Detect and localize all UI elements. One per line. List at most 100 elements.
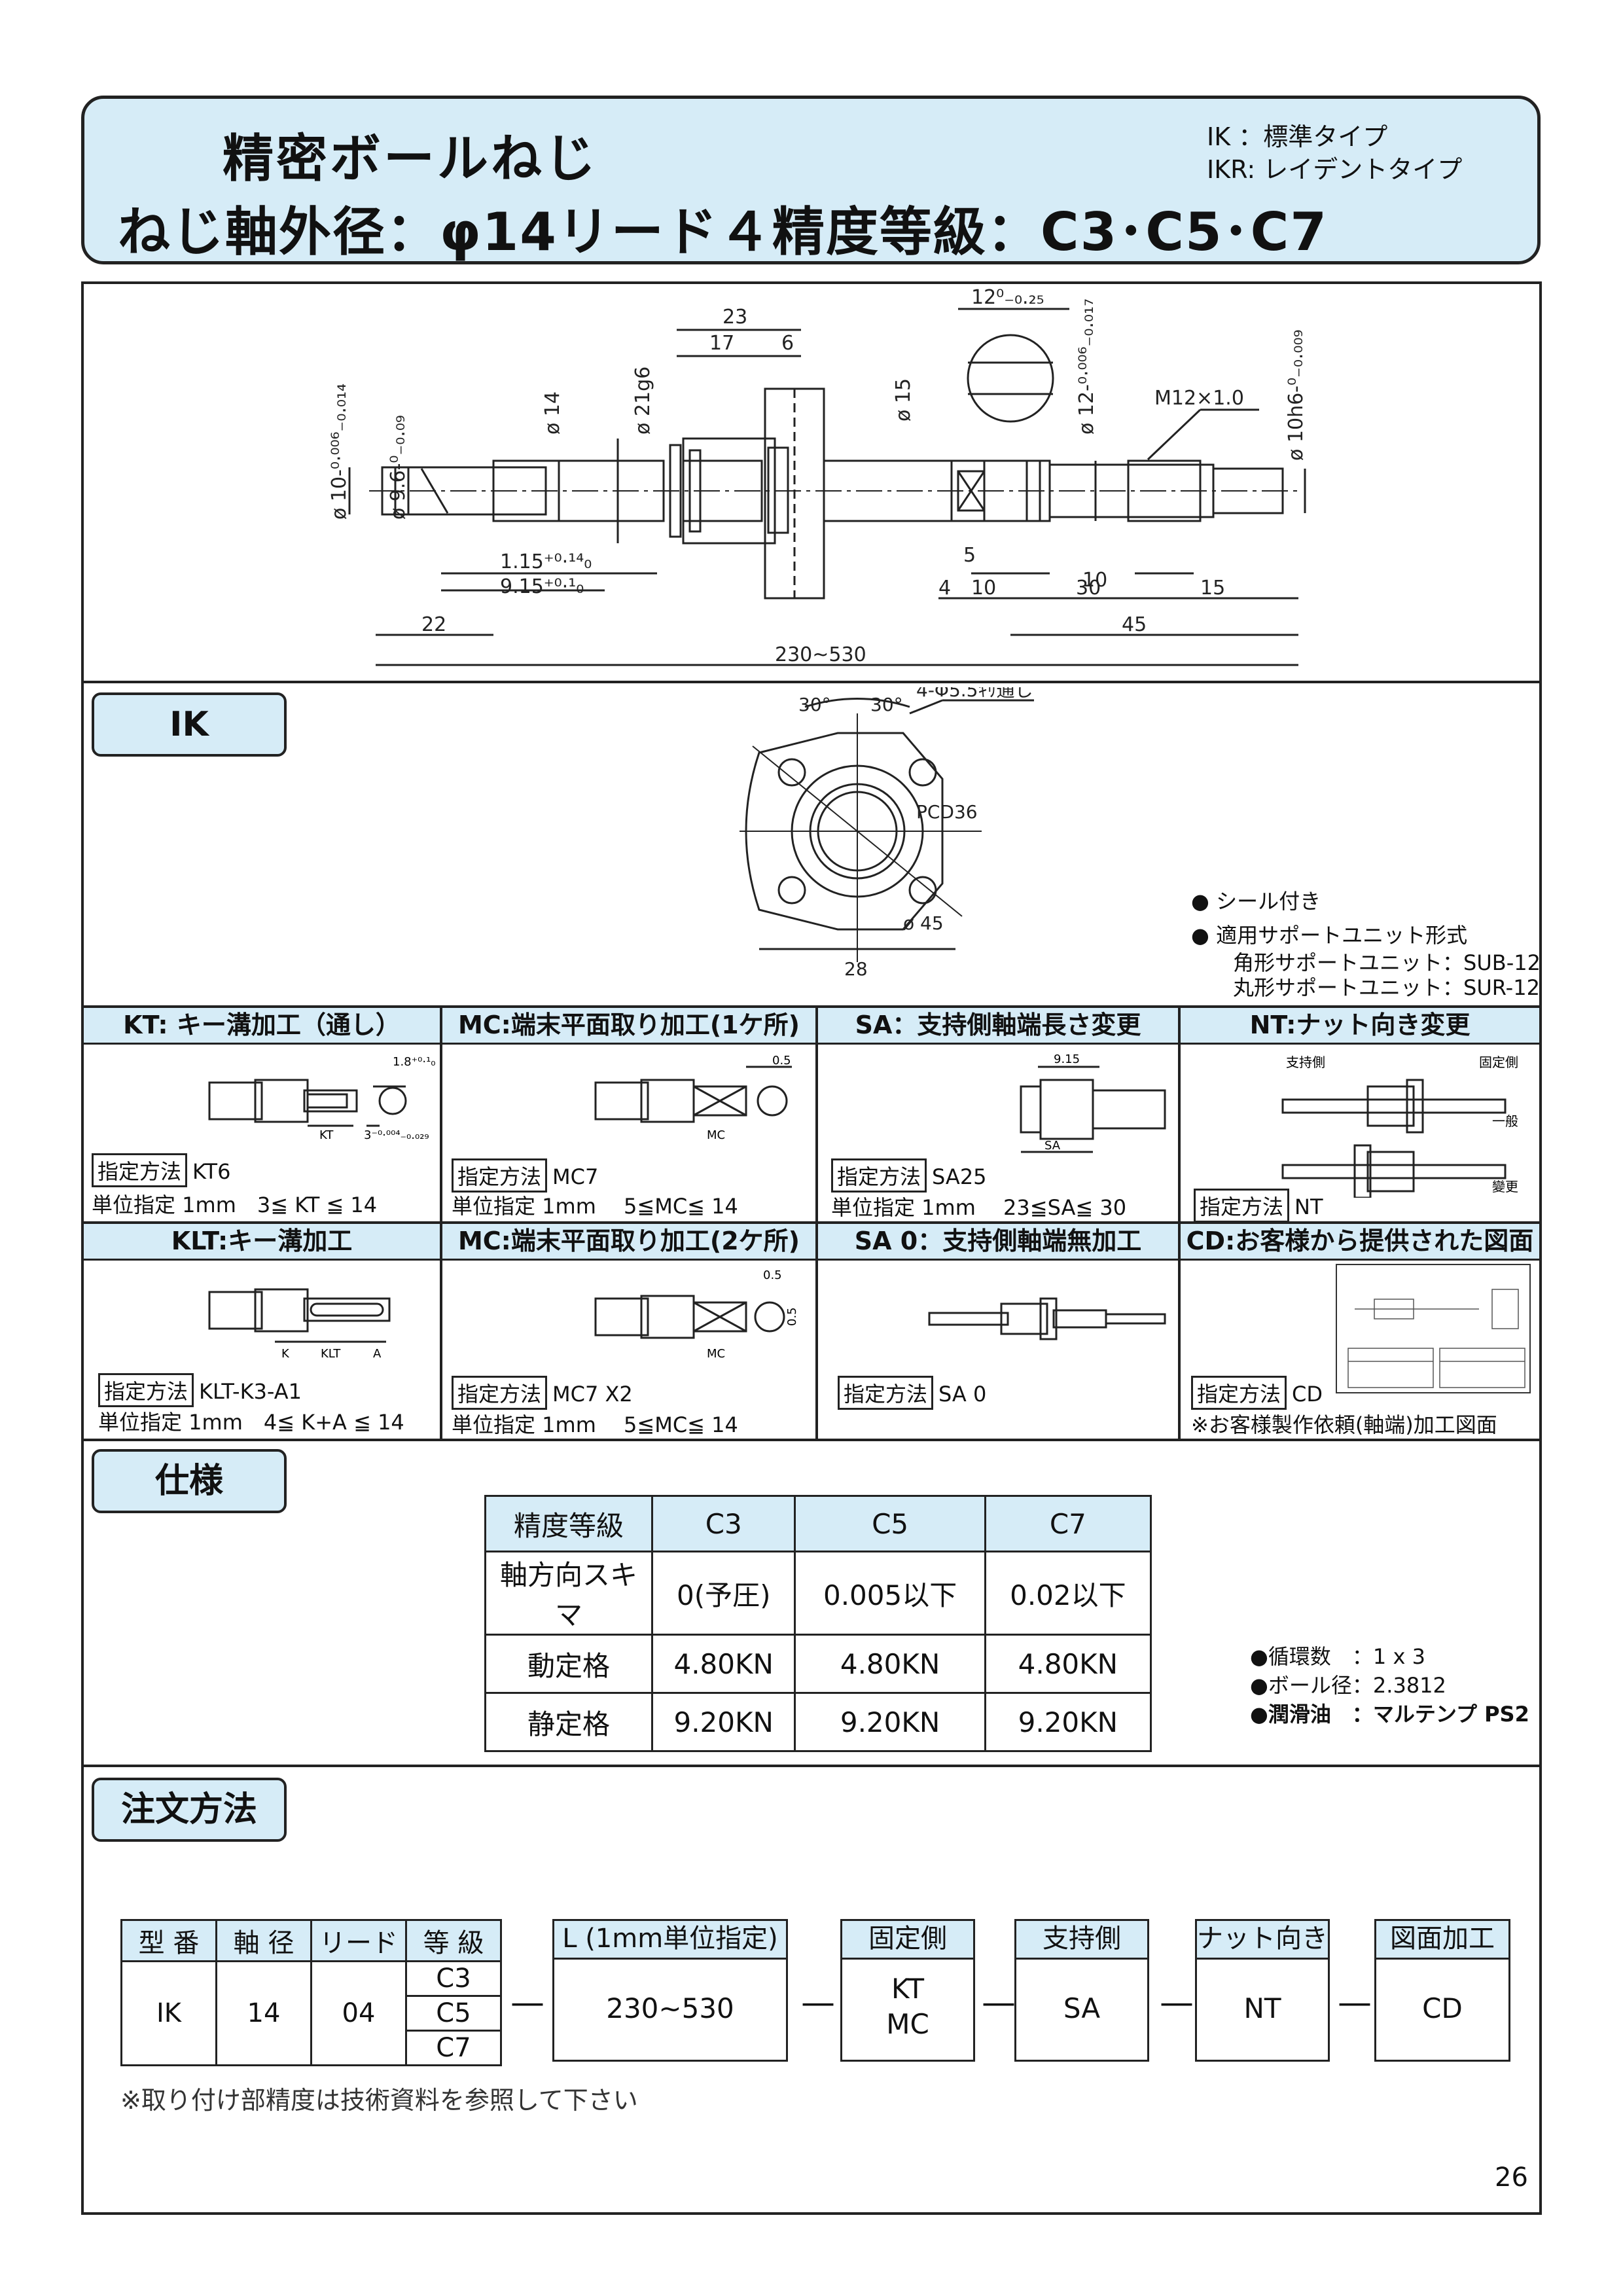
dim-17: 17 bbox=[709, 332, 734, 355]
dim-total-length: 230~530 bbox=[775, 643, 866, 666]
section-label-ik: IK bbox=[92, 692, 287, 757]
dim-5: 5 bbox=[963, 544, 976, 567]
order-box-head: L (1mm単位指定) bbox=[554, 1921, 786, 1960]
ik-holes: 4-Φ5.5ｷﾘ通し bbox=[916, 687, 1033, 701]
order-box-value: 230~530 bbox=[606, 1992, 734, 2024]
dim-10b: 10 bbox=[1082, 569, 1107, 592]
dim-23: 23 bbox=[722, 306, 747, 329]
mc2-unit: 単位指定 1mm 5≦MC≦ 14 bbox=[452, 1412, 738, 1437]
spec-cell: 0.02以下 bbox=[984, 1551, 1152, 1636]
spec-head-c5: C5 bbox=[794, 1495, 986, 1552]
order-box-length: L (1mm単位指定) 230~530 bbox=[552, 1919, 788, 2062]
cd-unit: ※お客様製作依頼(軸端)加工図面 bbox=[1191, 1412, 1497, 1437]
order-box-value: NT bbox=[1243, 1992, 1281, 2024]
order-box-head: 図面加工 bbox=[1376, 1921, 1508, 1960]
divider bbox=[81, 1005, 1542, 1008]
spec-cell: 4.80KN bbox=[794, 1634, 986, 1694]
opt-head-sa: SA：支持側軸端長さ変更 bbox=[818, 1008, 1178, 1045]
dim-22: 22 bbox=[421, 613, 446, 636]
divider bbox=[81, 1765, 1542, 1767]
dim-4: 4 bbox=[938, 577, 951, 600]
order-grade-c7: C7 bbox=[405, 2030, 502, 2066]
mc2-drawing: 0.5 0.5 MC bbox=[594, 1268, 799, 1361]
sa-drawing: 9.15 SA bbox=[1020, 1052, 1166, 1153]
note-lubricant: ●潤滑油 ：マルテンプ PS2 bbox=[1250, 1702, 1529, 1727]
dim-m12: M12×1.0 bbox=[1154, 387, 1244, 410]
order-note: ※取り付け部精度は技術資料を参照して下さい bbox=[120, 2086, 638, 2115]
kt-mark-1: 1.8⁺⁰·¹₀ bbox=[393, 1055, 436, 1069]
ik-angle-2: 30° bbox=[870, 694, 903, 715]
bullet-support: ● 適用サポートユニット形式 bbox=[1191, 923, 1468, 948]
order-box-head: 支持側 bbox=[1016, 1921, 1147, 1960]
spec-cell: 0(予圧) bbox=[651, 1551, 796, 1636]
order-model-table: 型 番 軸 径 リード 等 級 IK 14 04 C3 C5 C7 bbox=[120, 1919, 502, 2066]
ik-28: 28 bbox=[844, 958, 868, 980]
order-dash: — bbox=[510, 1983, 544, 2022]
opt-head-klt: KLT:キー溝加工 bbox=[84, 1224, 440, 1261]
page-subtitle: ねじ軸外径：φ14リード４精度等級：C3･C5･C7 bbox=[118, 202, 1329, 262]
order-diameter: 14 bbox=[215, 1960, 312, 2066]
spec-cell: 4.80KN bbox=[984, 1634, 1152, 1694]
order-head-grade: 等 級 bbox=[405, 1919, 502, 1962]
dim-30: 30 bbox=[1076, 577, 1101, 600]
dim-d21: ø 21g6 bbox=[632, 367, 654, 435]
page-number: 26 bbox=[1495, 2162, 1528, 2193]
spec-table: 精度等級 C3 C5 C7 軸方向スキマ 0(予圧) 0.005以下 0.02以… bbox=[484, 1495, 1152, 1752]
divider bbox=[81, 681, 1542, 683]
dim-d12: ø 12-⁰·⁰⁰⁶₋₀.₀₁₇ bbox=[1075, 298, 1098, 435]
opt-head-kt: KT: キー溝加工（通し） bbox=[84, 1008, 440, 1045]
order-box-head: 固定側 bbox=[842, 1921, 973, 1960]
klt-mark-a: A bbox=[373, 1347, 382, 1361]
nt-mark-fixed: 固定側 bbox=[1479, 1054, 1518, 1070]
ik-pcd: PCD36 bbox=[916, 801, 978, 823]
order-head-model: 型 番 bbox=[120, 1919, 217, 1962]
type-ikr: IKR: レイデントタイプ bbox=[1207, 155, 1463, 184]
order-box-fixed: 固定側 KT MC bbox=[840, 1919, 975, 2062]
spec-cell: 動定格 bbox=[484, 1634, 653, 1694]
order-box-value: SA bbox=[1063, 1992, 1101, 2024]
dim-d9-6: ø 9.6-⁰₋₀.₀₉ bbox=[387, 415, 410, 520]
type-ik: IK ：標準タイプ bbox=[1207, 122, 1388, 151]
page-title: 精密ボールねじ bbox=[223, 130, 599, 188]
sa-mark-sa: SA bbox=[1044, 1139, 1061, 1153]
spec-cell: 4.80KN bbox=[651, 1634, 796, 1694]
kt-mark-kt: KT bbox=[319, 1128, 334, 1142]
spec-cell: 軸方向スキマ bbox=[484, 1551, 653, 1636]
mc1-mark-mc: MC bbox=[707, 1128, 725, 1142]
divider bbox=[440, 1005, 442, 1440]
main-frame bbox=[81, 281, 1542, 2215]
order-head-lead: リード bbox=[310, 1919, 407, 1962]
ik-flange-drawing: 30° 30° 4-Φ5.5ｷﾘ通し PCD36 ø 45 28 bbox=[740, 687, 1034, 980]
dim-10c: 10 bbox=[971, 577, 996, 600]
order-grade-c3: C3 bbox=[405, 1960, 502, 1997]
nt-mark-normal: 一般 bbox=[1492, 1113, 1518, 1129]
section-label-order: 注文方法 bbox=[92, 1778, 287, 1842]
divider bbox=[1178, 1005, 1181, 1440]
spec-head-c7: C7 bbox=[984, 1495, 1152, 1552]
dim-15: 15 bbox=[1200, 577, 1225, 600]
klt-mark-klt: KLT bbox=[321, 1347, 341, 1361]
spec-cell: 9.20KN bbox=[984, 1692, 1152, 1752]
opt-head-mc1: MC:端末平面取り加工(1ケ所) bbox=[442, 1008, 815, 1045]
table-row: 軸方向スキマ 0(予圧) 0.005以下 0.02以下 bbox=[484, 1551, 1152, 1636]
table-row: 静定格 9.20KN 9.20KN 9.20KN bbox=[484, 1692, 1152, 1752]
dim-6: 6 bbox=[781, 332, 794, 355]
nt-mark-change: 變更 bbox=[1492, 1179, 1518, 1194]
dim-9-15: 9.15⁺⁰·¹₀ bbox=[500, 575, 584, 598]
support-round: 丸形サポートユニット：SUR-12 bbox=[1233, 975, 1540, 1000]
nt-mark-support: 支持側 bbox=[1286, 1054, 1325, 1070]
spec-head-grade: 精度等級 bbox=[484, 1495, 653, 1552]
mc1-unit: 単位指定 1mm 5≦MC≦ 14 bbox=[452, 1194, 738, 1219]
spec-cell: 9.20KN bbox=[651, 1692, 796, 1752]
note-circulation: ●循環数 ：1 x 3 bbox=[1250, 1644, 1425, 1669]
dim-d15: ø 15 bbox=[892, 378, 915, 422]
order-box-value: CD bbox=[1422, 1992, 1463, 2024]
cd-drawing-thumbnail bbox=[1336, 1264, 1531, 1393]
